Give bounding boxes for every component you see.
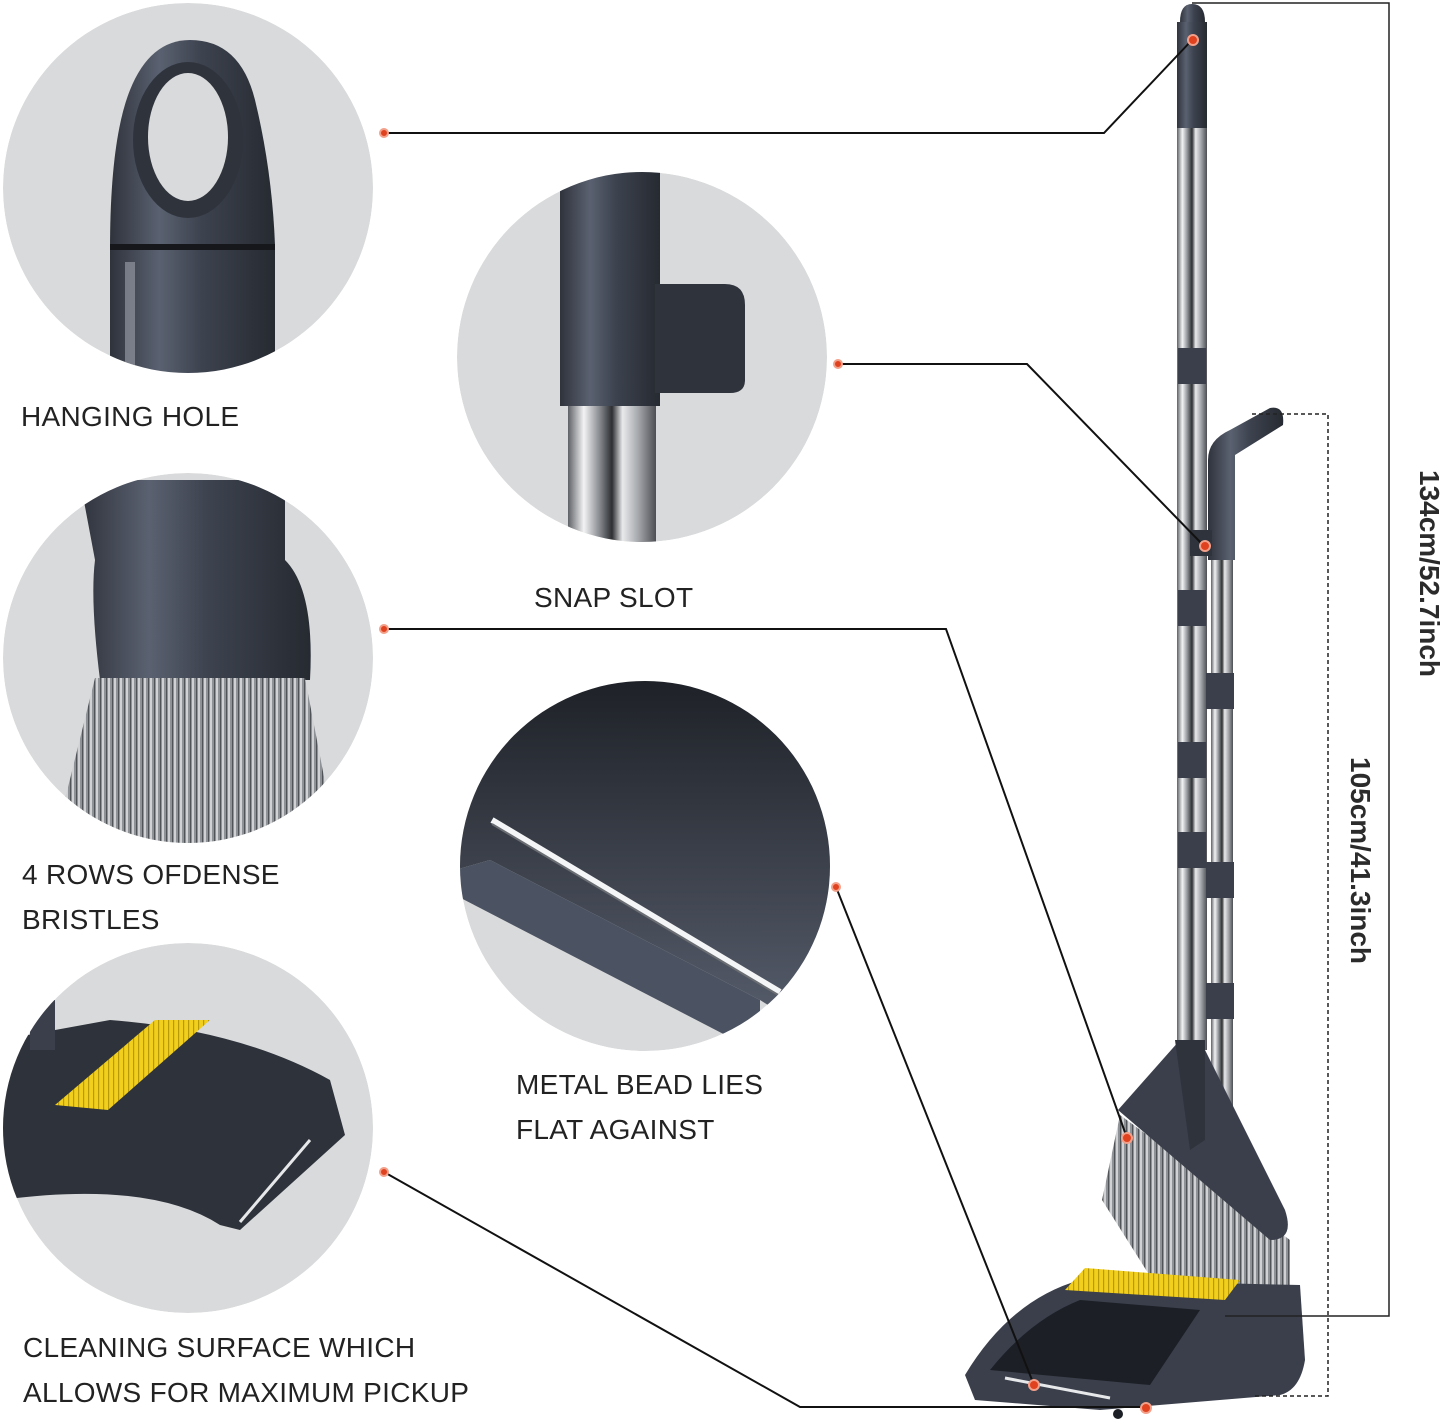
hanging-hole-detail-circle [3,3,373,373]
dimension-bracket-broom [1192,2,1390,1317]
feature-label-dense-bristles: 4 ROWS OFDENSE BRISTLES [22,852,280,942]
dimension-label-dustpan-height: 105cm/41.3inch [1345,757,1376,965]
feature-label-metal-bead: METAL BEAD LIES FLAT AGAINST [516,1062,763,1152]
label-line: HANGING HOLE [21,401,240,432]
label-line: 4 ROWS OFDENSE [22,859,280,890]
label-line: SNAP SLOT [534,582,694,613]
callout-lines [383,39,1205,1408]
feature-label-cleaning-surface: CLEANING SURFACE WHICH ALLOWS FOR MAXIMU… [23,1325,469,1415]
label-line: BRISTLES [22,904,160,935]
label-line: METAL BEAD LIES [516,1069,764,1100]
metal-bead-detail-circle [460,681,830,1051]
label-line: ALLOWS FOR MAXIMUM PICKUP [23,1377,470,1408]
callout-dots [379,34,1211,1414]
snap-slot-detail-circle [457,172,827,542]
dimension-bracket-dustpan [1252,413,1329,1397]
label-line: CLEANING SURFACE WHICH [23,1332,416,1363]
dustpan [965,1268,1305,1419]
feature-label-hanging-hole: HANGING HOLE [21,394,239,439]
label-line: FLAT AGAINST [516,1114,715,1145]
feature-label-snap-slot: SNAP SLOT [534,575,693,620]
cleaning-surface-detail-circle [3,943,373,1313]
broom-head [1102,1040,1290,1320]
dimension-label-broom-height: 134cm/52.7inch [1414,470,1445,678]
bristles-detail-circle [3,473,373,843]
broom-handle [1177,4,1207,1050]
